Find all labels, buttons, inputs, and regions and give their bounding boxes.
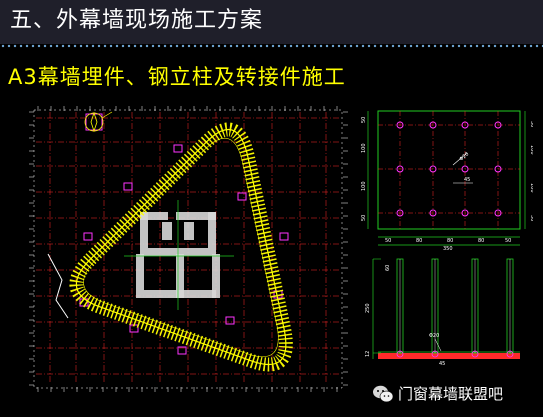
header-dotted-divider <box>0 44 543 48</box>
dim-bottom-4: 80 <box>478 238 484 244</box>
section-dim-bottom: 12 <box>365 351 371 357</box>
offset-label: 45 <box>464 177 470 183</box>
section-dim-mid: 250 <box>365 303 371 313</box>
watermark: 门窗幕墙联盟吧 <box>372 381 540 407</box>
dim-left-2: 100 <box>361 143 367 153</box>
core-walls <box>124 200 234 310</box>
section-offset-label: 45 <box>439 361 445 367</box>
curtain-wall-floor-plan <box>29 106 348 392</box>
dim-left-4: 50 <box>361 215 367 221</box>
plate-bolt-grid <box>378 111 520 229</box>
dim-bottom-1: 50 <box>385 238 391 244</box>
plan-dimension-marks <box>29 106 348 392</box>
embedded-plate-detail: 50 100 100 50 50 100 100 50 Φ20 45 50 80… <box>361 110 533 367</box>
dim-right-3: 100 <box>529 183 533 193</box>
plate-section-view <box>373 258 520 359</box>
section-hole-label: Φ20 <box>429 333 439 339</box>
hole-label: Φ20 <box>458 151 470 162</box>
dim-right-2: 100 <box>529 145 533 155</box>
slide-title: 五、外幕墙现场施工方案 <box>10 8 264 33</box>
dim-bottom-2: 80 <box>416 238 422 244</box>
dim-left-1: 50 <box>361 117 367 123</box>
section-dim-top: 60 <box>385 265 391 271</box>
slide-subtitle: A3幕墙埋件、钢立柱及转接件施工 <box>8 65 346 89</box>
dim-right-1: 50 <box>529 121 533 127</box>
dim-left-3: 100 <box>361 181 367 191</box>
slide-header: 五、外幕墙现场施工方案 <box>0 0 543 44</box>
plate-outline <box>377 110 521 230</box>
watermark-text: 门窗幕墙联盟吧 <box>398 385 504 403</box>
north-arrow-icon <box>84 111 113 133</box>
dim-bottom-3: 80 <box>447 238 453 244</box>
curtain-wall-outline <box>47 122 293 372</box>
wechat-icon <box>373 385 394 403</box>
dim-bottom-5: 50 <box>505 238 511 244</box>
dim-right-4: 50 <box>529 215 533 221</box>
dim-total-width: 350 <box>443 246 453 252</box>
